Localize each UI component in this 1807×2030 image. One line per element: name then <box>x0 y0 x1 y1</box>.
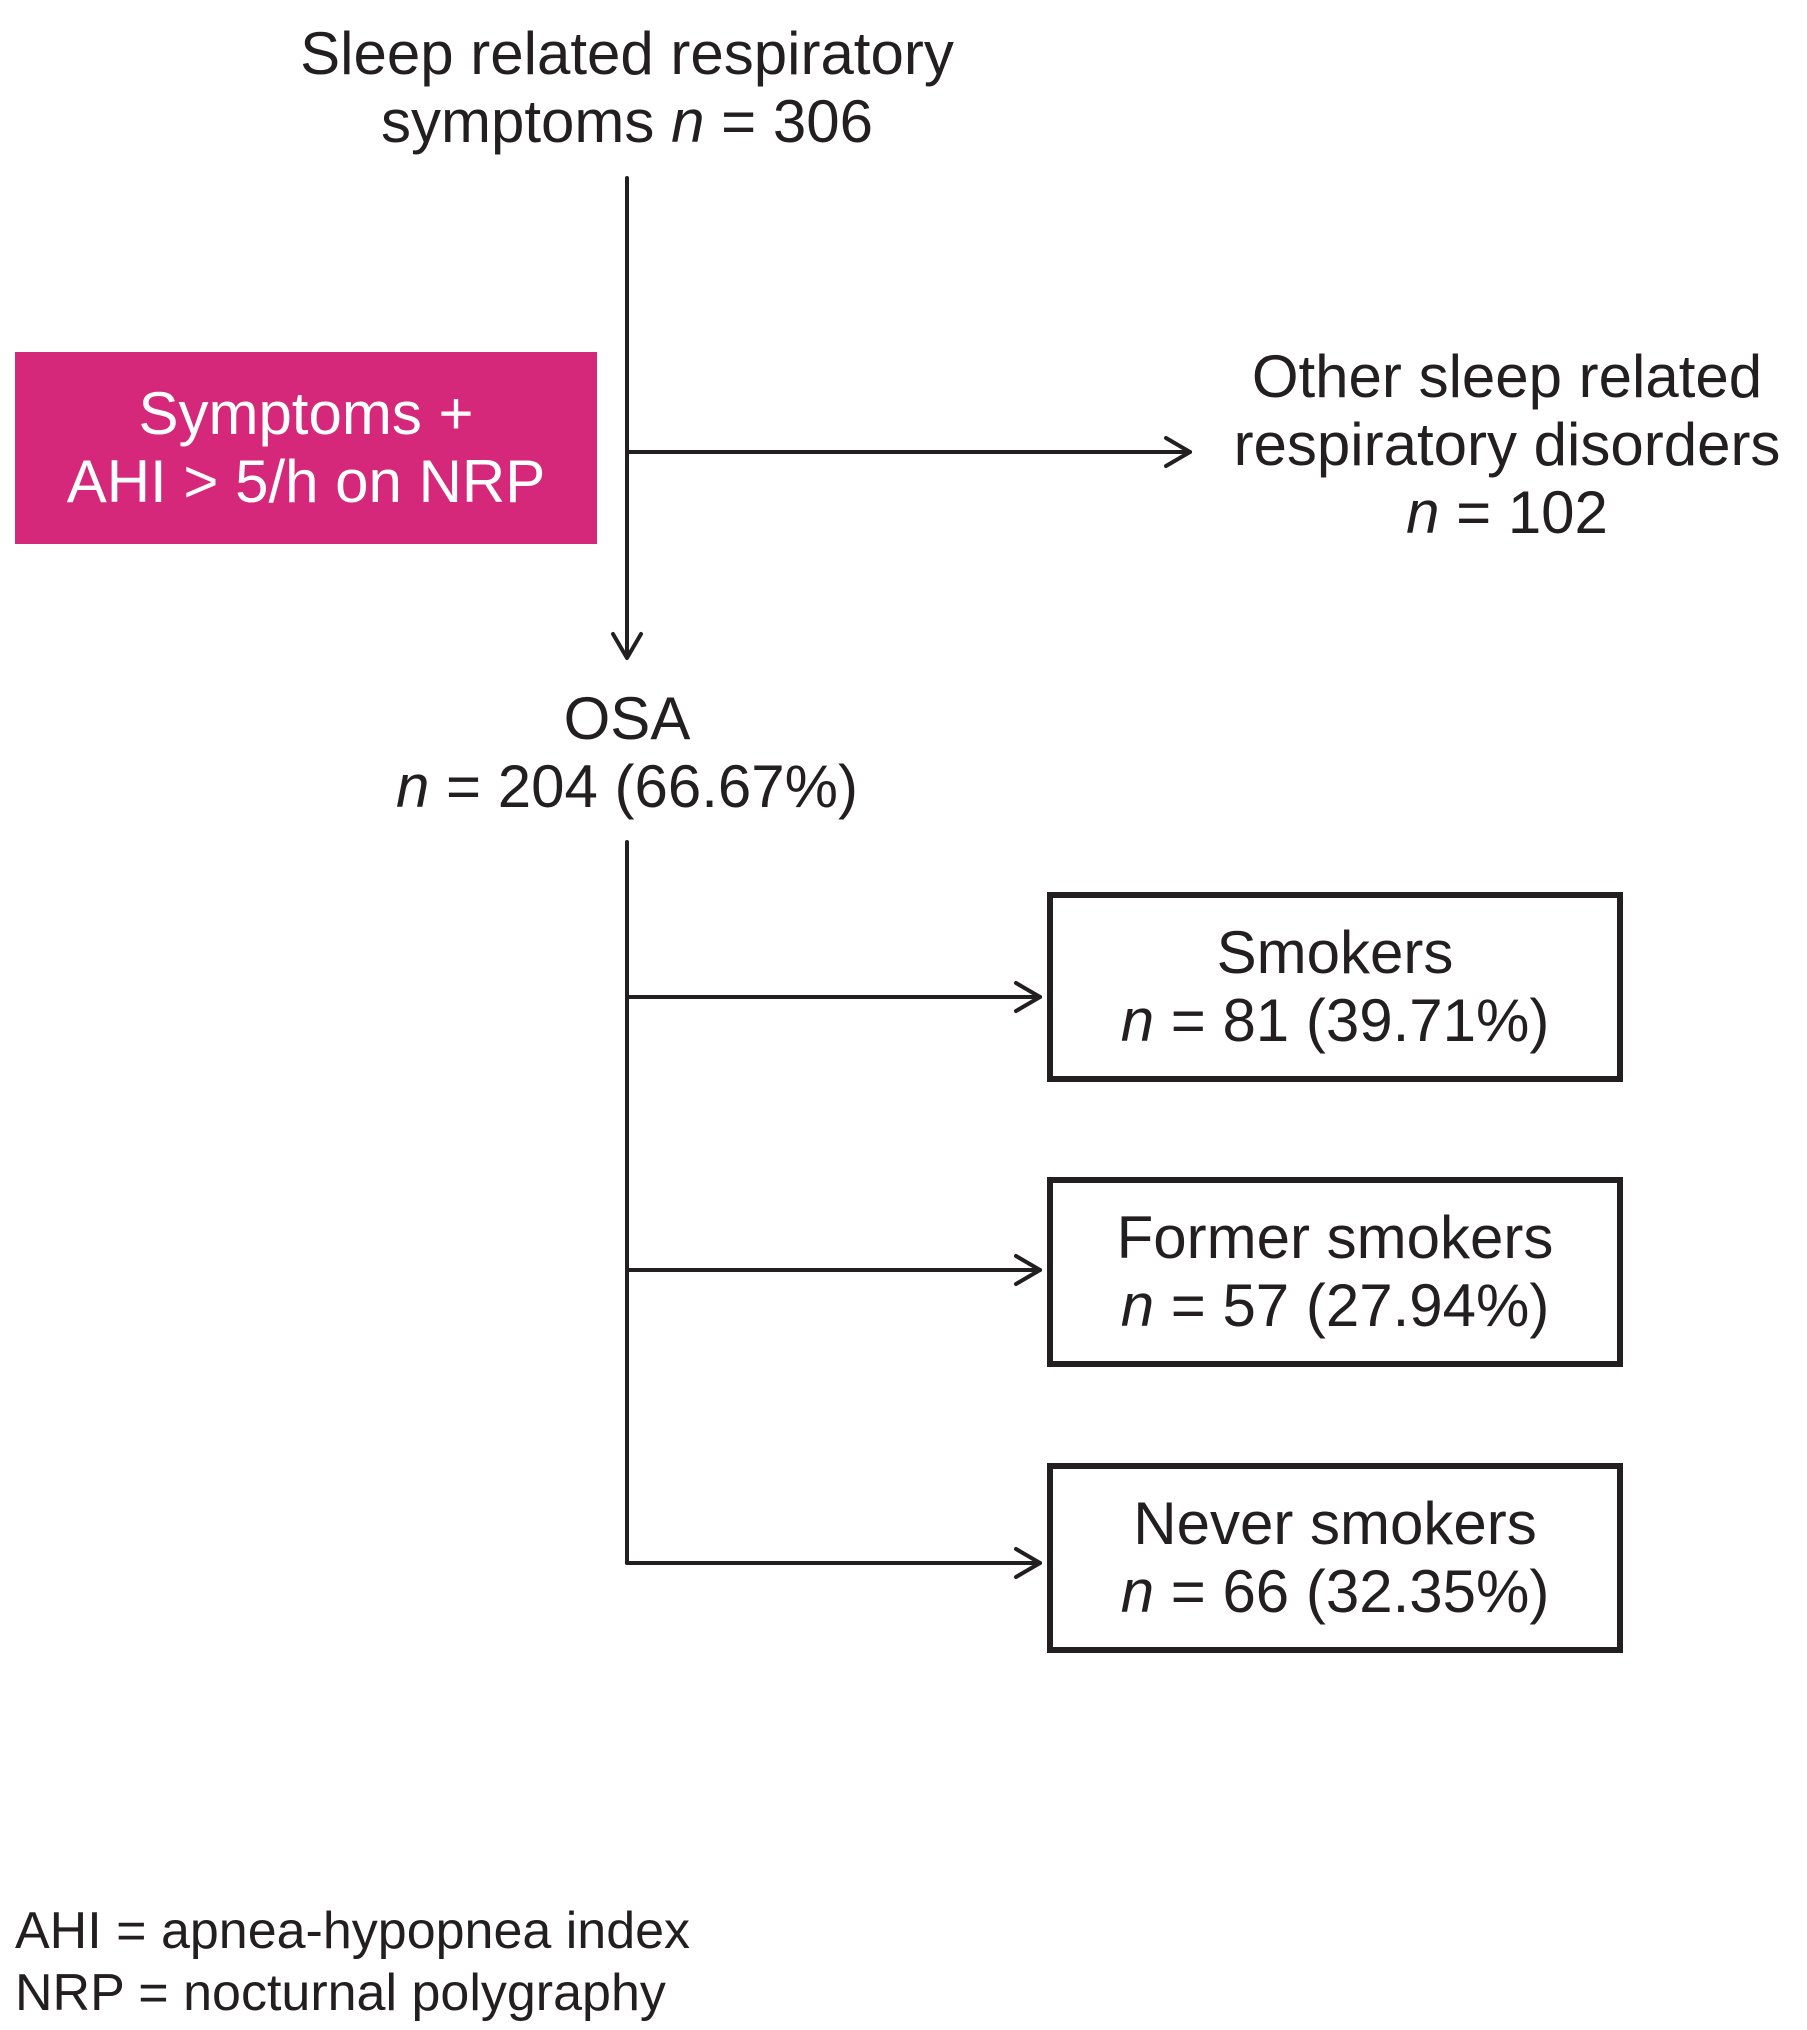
former-smokers-count-line: n = 57 (27.94%) <box>1121 1272 1550 1340</box>
excluded-line2: respiratory disorders <box>1233 411 1781 478</box>
arrowhead-never-smokers <box>1014 1547 1042 1579</box>
osa-count-line: n = 204 (66.67%) <box>327 753 927 821</box>
never-smokers-count: = 66 (32.35%) <box>1154 1558 1550 1625</box>
former-smokers-box: Former smokers n = 57 (27.94%) <box>1047 1177 1623 1367</box>
start-node-line2: symptoms n = 306 <box>227 88 1027 156</box>
start-node-count: = 306 <box>704 88 873 155</box>
smokers-box: Smokers n = 81 (39.71%) <box>1047 892 1623 1082</box>
arrowhead-smokers <box>1014 981 1042 1013</box>
arrowhead-osa <box>611 632 643 660</box>
arrowhead-excluded <box>1164 436 1192 468</box>
start-node: Sleep related respiratory symptoms n = 3… <box>227 20 1027 156</box>
osa-label: OSA <box>563 685 691 752</box>
n-symbol: n <box>396 753 430 820</box>
n-symbol: n <box>671 88 705 155</box>
never-smokers-label: Never smokers <box>1133 1490 1537 1557</box>
excluded-line1: Other sleep related <box>1251 343 1763 410</box>
n-symbol: n <box>1406 479 1440 546</box>
smokers-count-line: n = 81 (39.71%) <box>1121 987 1550 1055</box>
start-node-text: symptoms <box>381 88 672 155</box>
criteria-line2: AHI > 5/h on NRP <box>66 448 546 515</box>
former-smokers-count: = 57 (27.94%) <box>1154 1272 1550 1339</box>
n-symbol: n <box>1120 1558 1155 1625</box>
excluded-node: Other sleep related respiratory disorder… <box>1222 343 1792 547</box>
abbreviation-legend: AHI = apnea-hypopnea index NRP = nocturn… <box>15 1900 690 2024</box>
excluded-count: = 102 <box>1439 479 1608 546</box>
criteria-line1: Symptoms + <box>138 380 474 447</box>
inclusion-criteria-box: Symptoms + AHI > 5/h on NRP <box>15 352 597 544</box>
never-smokers-box: Never smokers n = 66 (32.35%) <box>1047 1463 1623 1653</box>
smokers-label: Smokers <box>1216 919 1454 986</box>
never-smokers-count-line: n = 66 (32.35%) <box>1121 1558 1550 1626</box>
arrowhead-former-smokers <box>1014 1254 1042 1286</box>
legend-ahi: AHI = apnea-hypopnea index <box>15 1902 691 1960</box>
osa-count: = 204 (66.67%) <box>429 753 858 820</box>
former-smokers-label: Former smokers <box>1116 1204 1554 1271</box>
start-node-line1: Sleep related respiratory <box>300 20 954 87</box>
legend-nrp: NRP = nocturnal polygraphy <box>15 1964 666 2022</box>
smokers-count: = 81 (39.71%) <box>1154 987 1550 1054</box>
osa-node: OSA n = 204 (66.67%) <box>327 685 927 821</box>
excluded-line3: n = 102 <box>1222 479 1792 547</box>
n-symbol: n <box>1120 1272 1155 1339</box>
n-symbol: n <box>1120 987 1155 1054</box>
